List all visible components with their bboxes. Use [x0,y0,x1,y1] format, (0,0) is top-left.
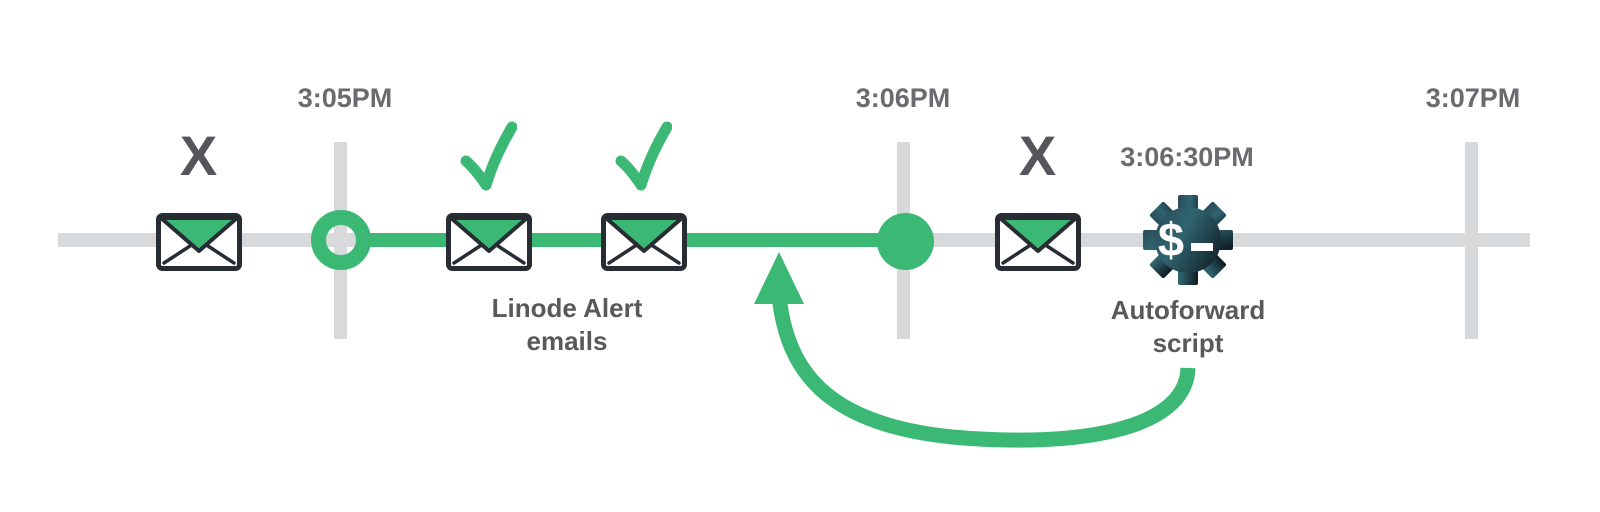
envelope-icon [445,212,533,272]
alert-emails-label: Linode Alert emails [491,293,643,356]
gear-dollar-icon: $ [1142,194,1234,286]
tick-label-307: 3:07PM [1425,83,1521,113]
checkmark-icon [614,121,673,191]
x-mark-icon: X [1018,124,1058,187]
script-time-label: 3:06:30PM [1120,142,1254,172]
envelope-icon [994,212,1082,272]
tick-307 [1465,142,1478,339]
dash-glyph [1191,243,1213,251]
autoforward-script-label: Autoforward script [1110,295,1266,358]
checkmark-icon [459,121,518,191]
tick-label-306: 3:06PM [855,83,951,113]
x-mark-icon: X [179,124,219,187]
envelope-icon [600,212,688,272]
loopback-arrow-icon [730,242,1210,460]
dollar-glyph: $ [1158,213,1184,266]
envelope-icon [155,212,243,272]
segment-end-marker [877,213,934,270]
tick-label-305: 3:05PM [297,83,393,113]
segment-start-marker [311,210,371,270]
